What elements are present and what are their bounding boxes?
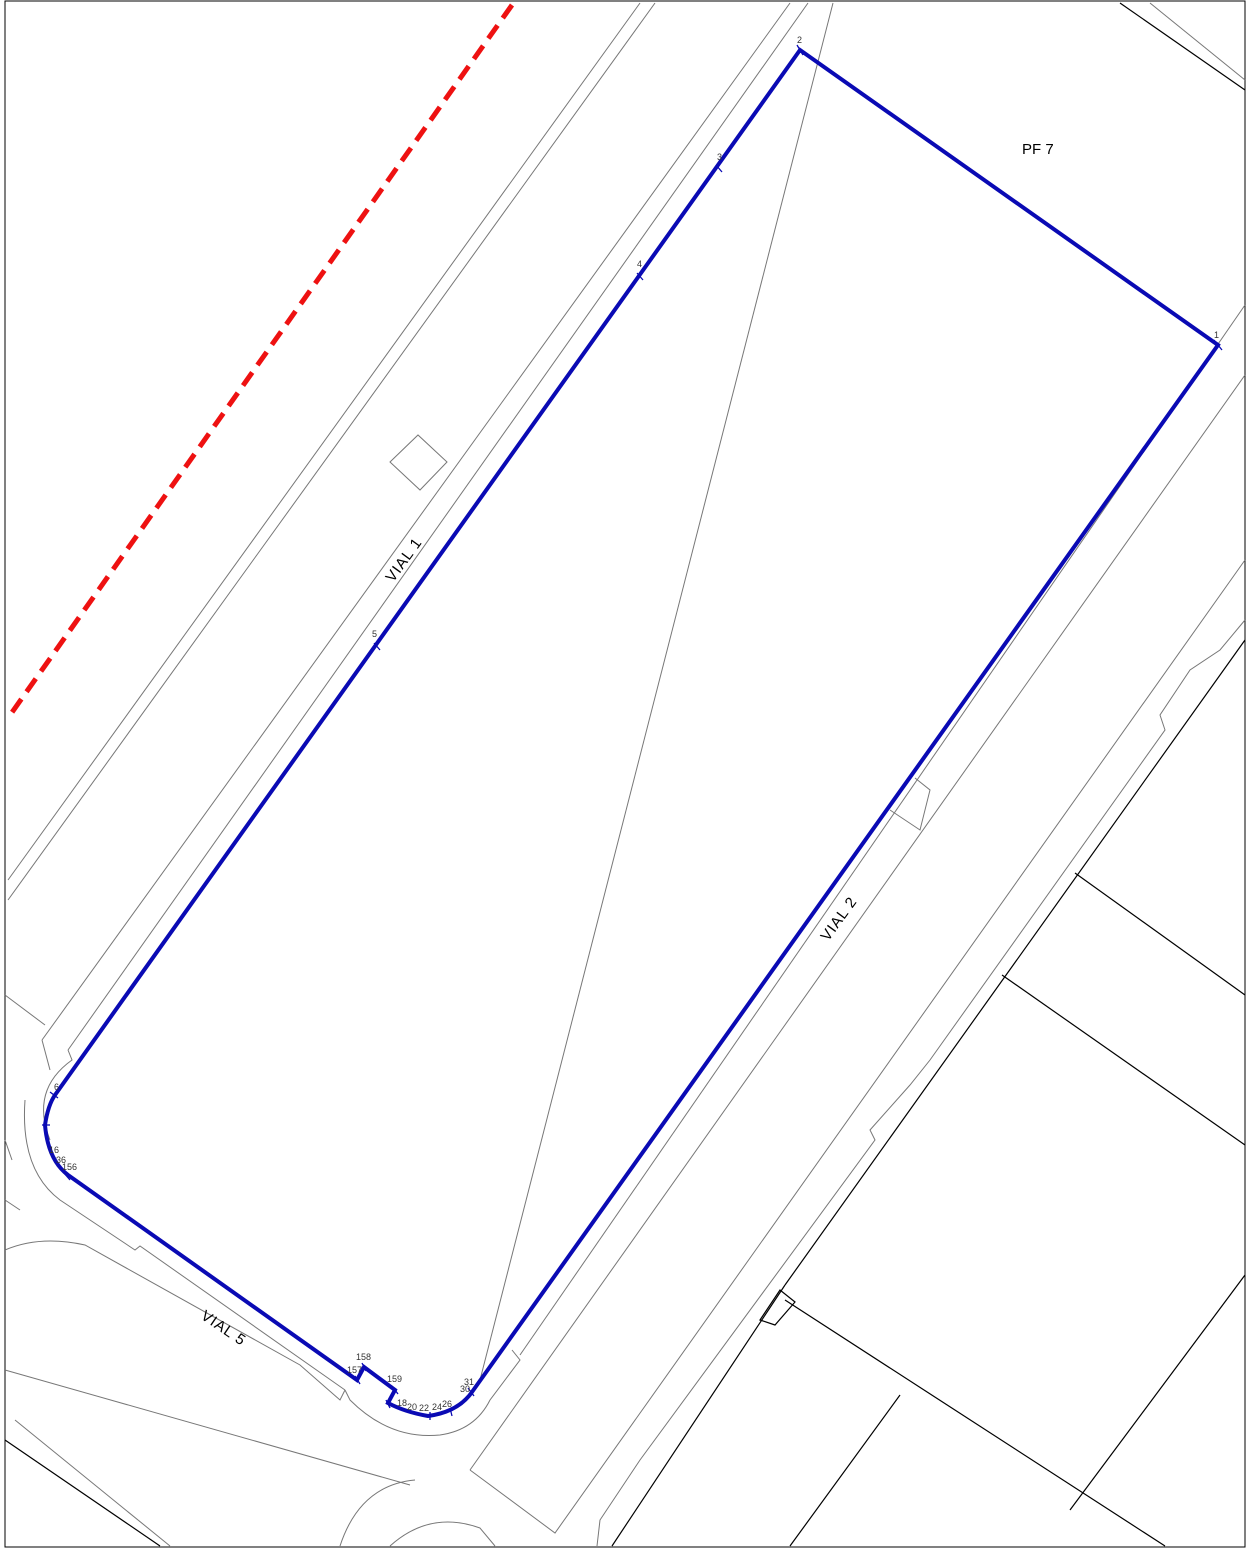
vertex-label-36: 36 bbox=[56, 1155, 66, 1165]
vertex-numbers: 1 2 3 4 5 6 16 36 156 158 157 159 18 20 … bbox=[49, 35, 1219, 1413]
municipal-boundary-line bbox=[5, 3, 515, 720]
vertex-label-18: 18 bbox=[397, 1398, 407, 1408]
vertex-label-159: 159 bbox=[387, 1374, 402, 1384]
parcel-pf7-boundary[interactable] bbox=[42, 47, 1221, 1419]
map-frame bbox=[4, 0, 1246, 1548]
parcel-label-pf7: PF 7 bbox=[1022, 141, 1054, 158]
vertex-label-1: 1 bbox=[1214, 330, 1219, 340]
vertex-label-156: 156 bbox=[62, 1162, 77, 1172]
vertex-label-20: 20 bbox=[407, 1402, 417, 1412]
vertex-ticks bbox=[42, 44, 1223, 1420]
vertex-label-2: 2 bbox=[797, 35, 802, 45]
adjacent-parcel-lines bbox=[611, 2, 1246, 1547]
vertex-label-31: 31 bbox=[464, 1377, 474, 1387]
vertex-label-4: 4 bbox=[637, 259, 642, 269]
vial-2-linework bbox=[469, 2, 1246, 1547]
vertex-label-22: 22 bbox=[419, 1403, 429, 1413]
street-label-vial-1: VIAL 1 bbox=[382, 535, 425, 586]
vertex-label-158: 158 bbox=[356, 1352, 371, 1362]
vertex-label-5: 5 bbox=[372, 629, 377, 639]
street-label-vial-5: VIAL 5 bbox=[198, 1307, 249, 1349]
vertex-label-3: 3 bbox=[717, 152, 722, 162]
vial-1-linework bbox=[4, 2, 809, 1437]
vertex-label-26: 26 bbox=[442, 1399, 452, 1409]
vial-5-linework bbox=[4, 1240, 496, 1547]
vertex-label-24: 24 bbox=[432, 1402, 442, 1412]
vertex-label-16: 16 bbox=[49, 1145, 59, 1155]
vertex-label-6: 6 bbox=[54, 1082, 59, 1092]
vertex-label-157: 157 bbox=[347, 1365, 362, 1375]
vertex-label-30: 30 bbox=[460, 1384, 470, 1394]
